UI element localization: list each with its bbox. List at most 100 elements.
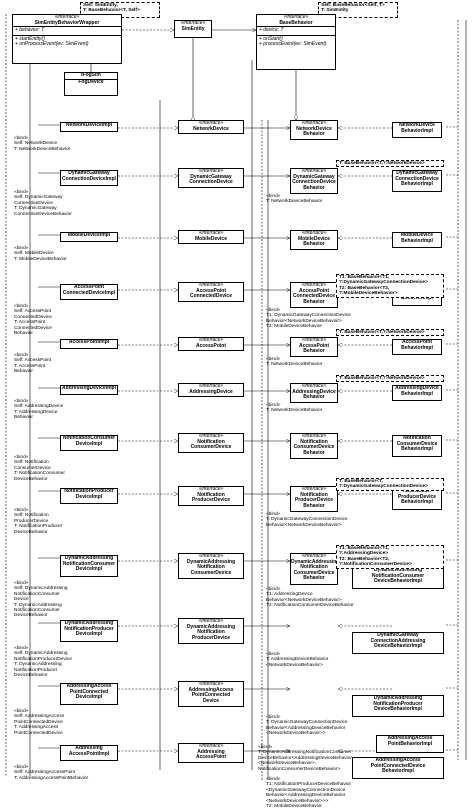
class-name: AccessPoint Behavior: [298, 342, 329, 355]
stereotype: «interface»: [180, 20, 206, 26]
class-name: DynamicGateway ConnectionDevice Behavior…: [395, 170, 439, 188]
class-name: AddressingDeviceImpl: [62, 385, 116, 391]
template-params: T1: BaseBehavior<T1, ?:AddressingDevice>…: [336, 545, 444, 569]
bind-params: Self: MobileDevice T: MobileDeviceBehavi…: [14, 251, 67, 262]
bind-stereotype: «bind»: [14, 246, 29, 251]
class-name: Notification ProducerDevice BehaviorImpl: [397, 488, 437, 506]
class-name: DynamicGateway ConnectionAddressing Devi…: [370, 632, 426, 650]
device-interface-addressing-accesspoint: «interface»Addressing AccessPoint: [178, 743, 244, 763]
impl-class-accesspointimpl: AccessPointImpl: [60, 339, 118, 349]
bind-stereotype: «bind»: [14, 399, 29, 404]
class-name: NetworkDevice BehaviorImpl: [399, 122, 435, 134]
relationship-lines: [5, 14, 467, 780]
stereotype: «interface»: [198, 681, 224, 687]
bind-params: Self: AccessPoint T: AccessPoint Behavio…: [14, 358, 52, 375]
class-name: AccessPointImpl: [68, 339, 110, 345]
class-name: AddressingAccess PointConnectedDevice Be…: [370, 757, 426, 775]
behavior-bind-label: «bind» T: NetworkDeviceBehavior: [266, 403, 322, 414]
behavior-bind-label: «bind» T: DynamicGatewayConnectionDevice…: [266, 512, 348, 528]
bind-stereotype: «bind»: [14, 136, 29, 141]
stereotype: «interface»: [301, 282, 327, 288]
uml-class-diagram: Self: SimEntity, T: BaseBehavior<T, Self…: [5, 2, 467, 809]
behavior-impl-notification-consumerdevice-behaviorimpl: Notification ConsumerDevice BehaviorImpl: [392, 435, 442, 457]
bind-params: T1: NotificationProducerDeviceBehavior <…: [266, 782, 352, 809]
class-name: NetworkDevice: [193, 125, 229, 132]
stereotype: «interface»: [198, 618, 224, 624]
class-name: AccessPoint: [195, 342, 226, 349]
device-interface-addressingaccess-pointconnected-device: «interface»AddressingAccess PointConnect…: [178, 681, 244, 707]
bind-stereotype: «bind»: [266, 777, 281, 782]
stereotype: «interface»: [198, 743, 224, 749]
class-name: AccessPoint ConnectedDevice Behavior: [293, 287, 335, 305]
behavior-impl-accesspoint-behaviorimpl: AccessPoint BehaviorImpl: [392, 339, 442, 355]
stereotype: «interface»: [54, 14, 80, 20]
impl-class-notificationproducer-deviceimpl: NotificationProducer DeviceImpl: [60, 488, 118, 504]
bind-params: Self: AccessPoint ConnectedDevice T: Acc…: [14, 309, 52, 337]
class-name: DynamicGateway ConnectionDevice Behavior: [292, 173, 336, 191]
stereotype: «interface»: [198, 120, 224, 126]
class-name: DynamicAddressing Notification ConsumerD…: [291, 558, 340, 582]
stereotype: «interface»: [301, 230, 327, 236]
bind-params: T: NetworkDeviceBehavior: [266, 362, 323, 368]
stereotype: «interface»: [198, 168, 224, 174]
device-interface-notification-producerdevice: «interface»Notification ProducerDevice: [178, 486, 244, 506]
stereotype: «interface»: [301, 486, 327, 492]
impl-class-addressingaccess-pointconnected-deviceimpl: AddressingAccess PointConnected DeviceIm…: [60, 683, 118, 705]
class-name: AddressingDevice BehaviorImpl: [395, 385, 439, 397]
bind-stereotype: «bind»: [266, 652, 281, 657]
bind-params: T: AddressingDeviceBehavior <NetworkDevi…: [266, 657, 329, 668]
behavior-impl-addressingdevice-behaviorimpl: AddressingDevice BehaviorImpl: [392, 385, 442, 401]
simentity-interface: «interface» SimEntity: [174, 20, 212, 38]
class-name: NetworkDevice Behavior: [296, 125, 332, 138]
behavior-interface-dynamicgateway-connectiondevice-behavior: «interface»DynamicGateway ConnectionDevi…: [290, 168, 338, 194]
stereotype: «interface»: [301, 168, 327, 174]
device-interface-dynamicgateway-connectiondevice: «interface»DynamicGateway ConnectionDevi…: [178, 168, 244, 188]
stereotype: «interface»: [283, 14, 309, 20]
fogdevice-class: FogDevice: [78, 78, 104, 85]
impl-class-addressing-accesspointimpl: Addressing AccessPointImpl: [60, 745, 118, 761]
package-name: iFogSim: [65, 72, 117, 80]
class-name: NotificationConsumer DeviceImpl: [62, 435, 116, 447]
class-name: MobileDevice BehaviorImpl: [401, 232, 433, 244]
behavior-interface-accesspoint-behavior: «interface»AccessPoint Behavior: [290, 337, 338, 357]
class-name: AccessPoint ConnectedDevice: [190, 287, 232, 300]
class-name: DynamicAddressing NotificationConsumer D…: [62, 555, 116, 573]
impl-class-dynamicgateway-connectiondeviceimpl: DynamicGateway ConnectionDeviceImpl: [60, 170, 118, 186]
class-name: Notification ConsumerDevice: [190, 438, 232, 451]
device-interface-accesspoint-connecteddevice: «interface»AccessPoint ConnectedDevice: [178, 282, 244, 302]
behavior-impl-dynamicgateway-connectionaddressing-devicebehaviorimpl: DynamicGateway ConnectionAddressing Devi…: [352, 632, 444, 654]
class-name: AddressingAccess PointConnected Device: [188, 686, 234, 704]
class-name: DynamicAddressing NotificationConsumer D…: [371, 567, 425, 585]
class-name: MobileDeviceImpl: [67, 232, 111, 238]
impl-class-mobiledeviceimpl: MobileDeviceImpl: [60, 232, 118, 242]
impl-bind-label: «bind» Self: DynamicAddressing Notificat…: [14, 646, 72, 678]
bind-params: T: DynamicGatewayConnectionDevice Behavi…: [266, 517, 348, 528]
device-interface-dynamicaddressing-notification-consumerdevice: «interface»DynamicAddressing Notificatio…: [178, 553, 244, 579]
stereotype: «interface»: [198, 282, 224, 288]
stereotype: «interface»: [301, 553, 327, 559]
behavior-impl-addressingaccess-pointconnecteddevice-behaviorimpl: AddressingAccess PointConnectedDevice Be…: [352, 757, 444, 779]
behavior-bind-label: «bind» T1: AddressingDevice Behavior<Net…: [266, 587, 354, 609]
device-interface-accesspoint: «interface»AccessPoint: [178, 337, 244, 351]
behavior-impl-dynamicaddressing-notificationconsumer-devicebehaviorimpl: DynamicAddressing NotificationConsumer D…: [352, 567, 444, 589]
bind-params: Self: DynamicGateway ConnectionDevice T:…: [14, 195, 72, 217]
ifogsim-package: iFogSim FogDevice: [64, 72, 118, 96]
class-name: Notification ConsumerDevice BehaviorImpl: [396, 435, 438, 453]
stereotype: «interface»: [198, 383, 224, 389]
device-interface-networkdevice: «interface»NetworkDevice: [178, 120, 244, 134]
class-name: AddressingDevice Behavior: [292, 388, 336, 401]
behavior-impl-dynamicgateway-connectiondevice-behaviorimpl: DynamicGateway ConnectionDevice Behavior…: [392, 170, 442, 192]
device-interface-notification-consumerdevice: «interface»Notification ConsumerDevice: [178, 433, 244, 453]
bind-params: Self: NetworkDevice T: NetworkDeviceBeha…: [14, 141, 71, 152]
class-name: DynamicAddressing Notification ProducerD…: [186, 623, 236, 641]
class-attribute: + device: T: [259, 27, 284, 34]
bind-stereotype: «bind»: [14, 646, 29, 651]
behavior-interface-accesspoint-connecteddevice-behavior: «interface»AccessPoint ConnectedDevice B…: [290, 282, 338, 308]
class-name: AddressingDevice: [189, 388, 233, 395]
impl-bind-label: «bind» Self: AddressingDevice T: Address…: [14, 399, 63, 421]
impl-class-accesspoint-connecteddeviceimpl: AccessPoint ConnectedDeviceImpl: [60, 284, 118, 300]
behavior-interface-addressingdevice-behavior: «interface»AddressingDevice Behavior: [290, 383, 338, 403]
bind-params: Self: Notification ConsumerDevice T: Not…: [14, 460, 65, 482]
impl-bind-label: «bind» Self: AddressingAccess PointConne…: [14, 709, 64, 736]
class-name: Notification ConsumerDevice Behavior: [293, 438, 335, 456]
